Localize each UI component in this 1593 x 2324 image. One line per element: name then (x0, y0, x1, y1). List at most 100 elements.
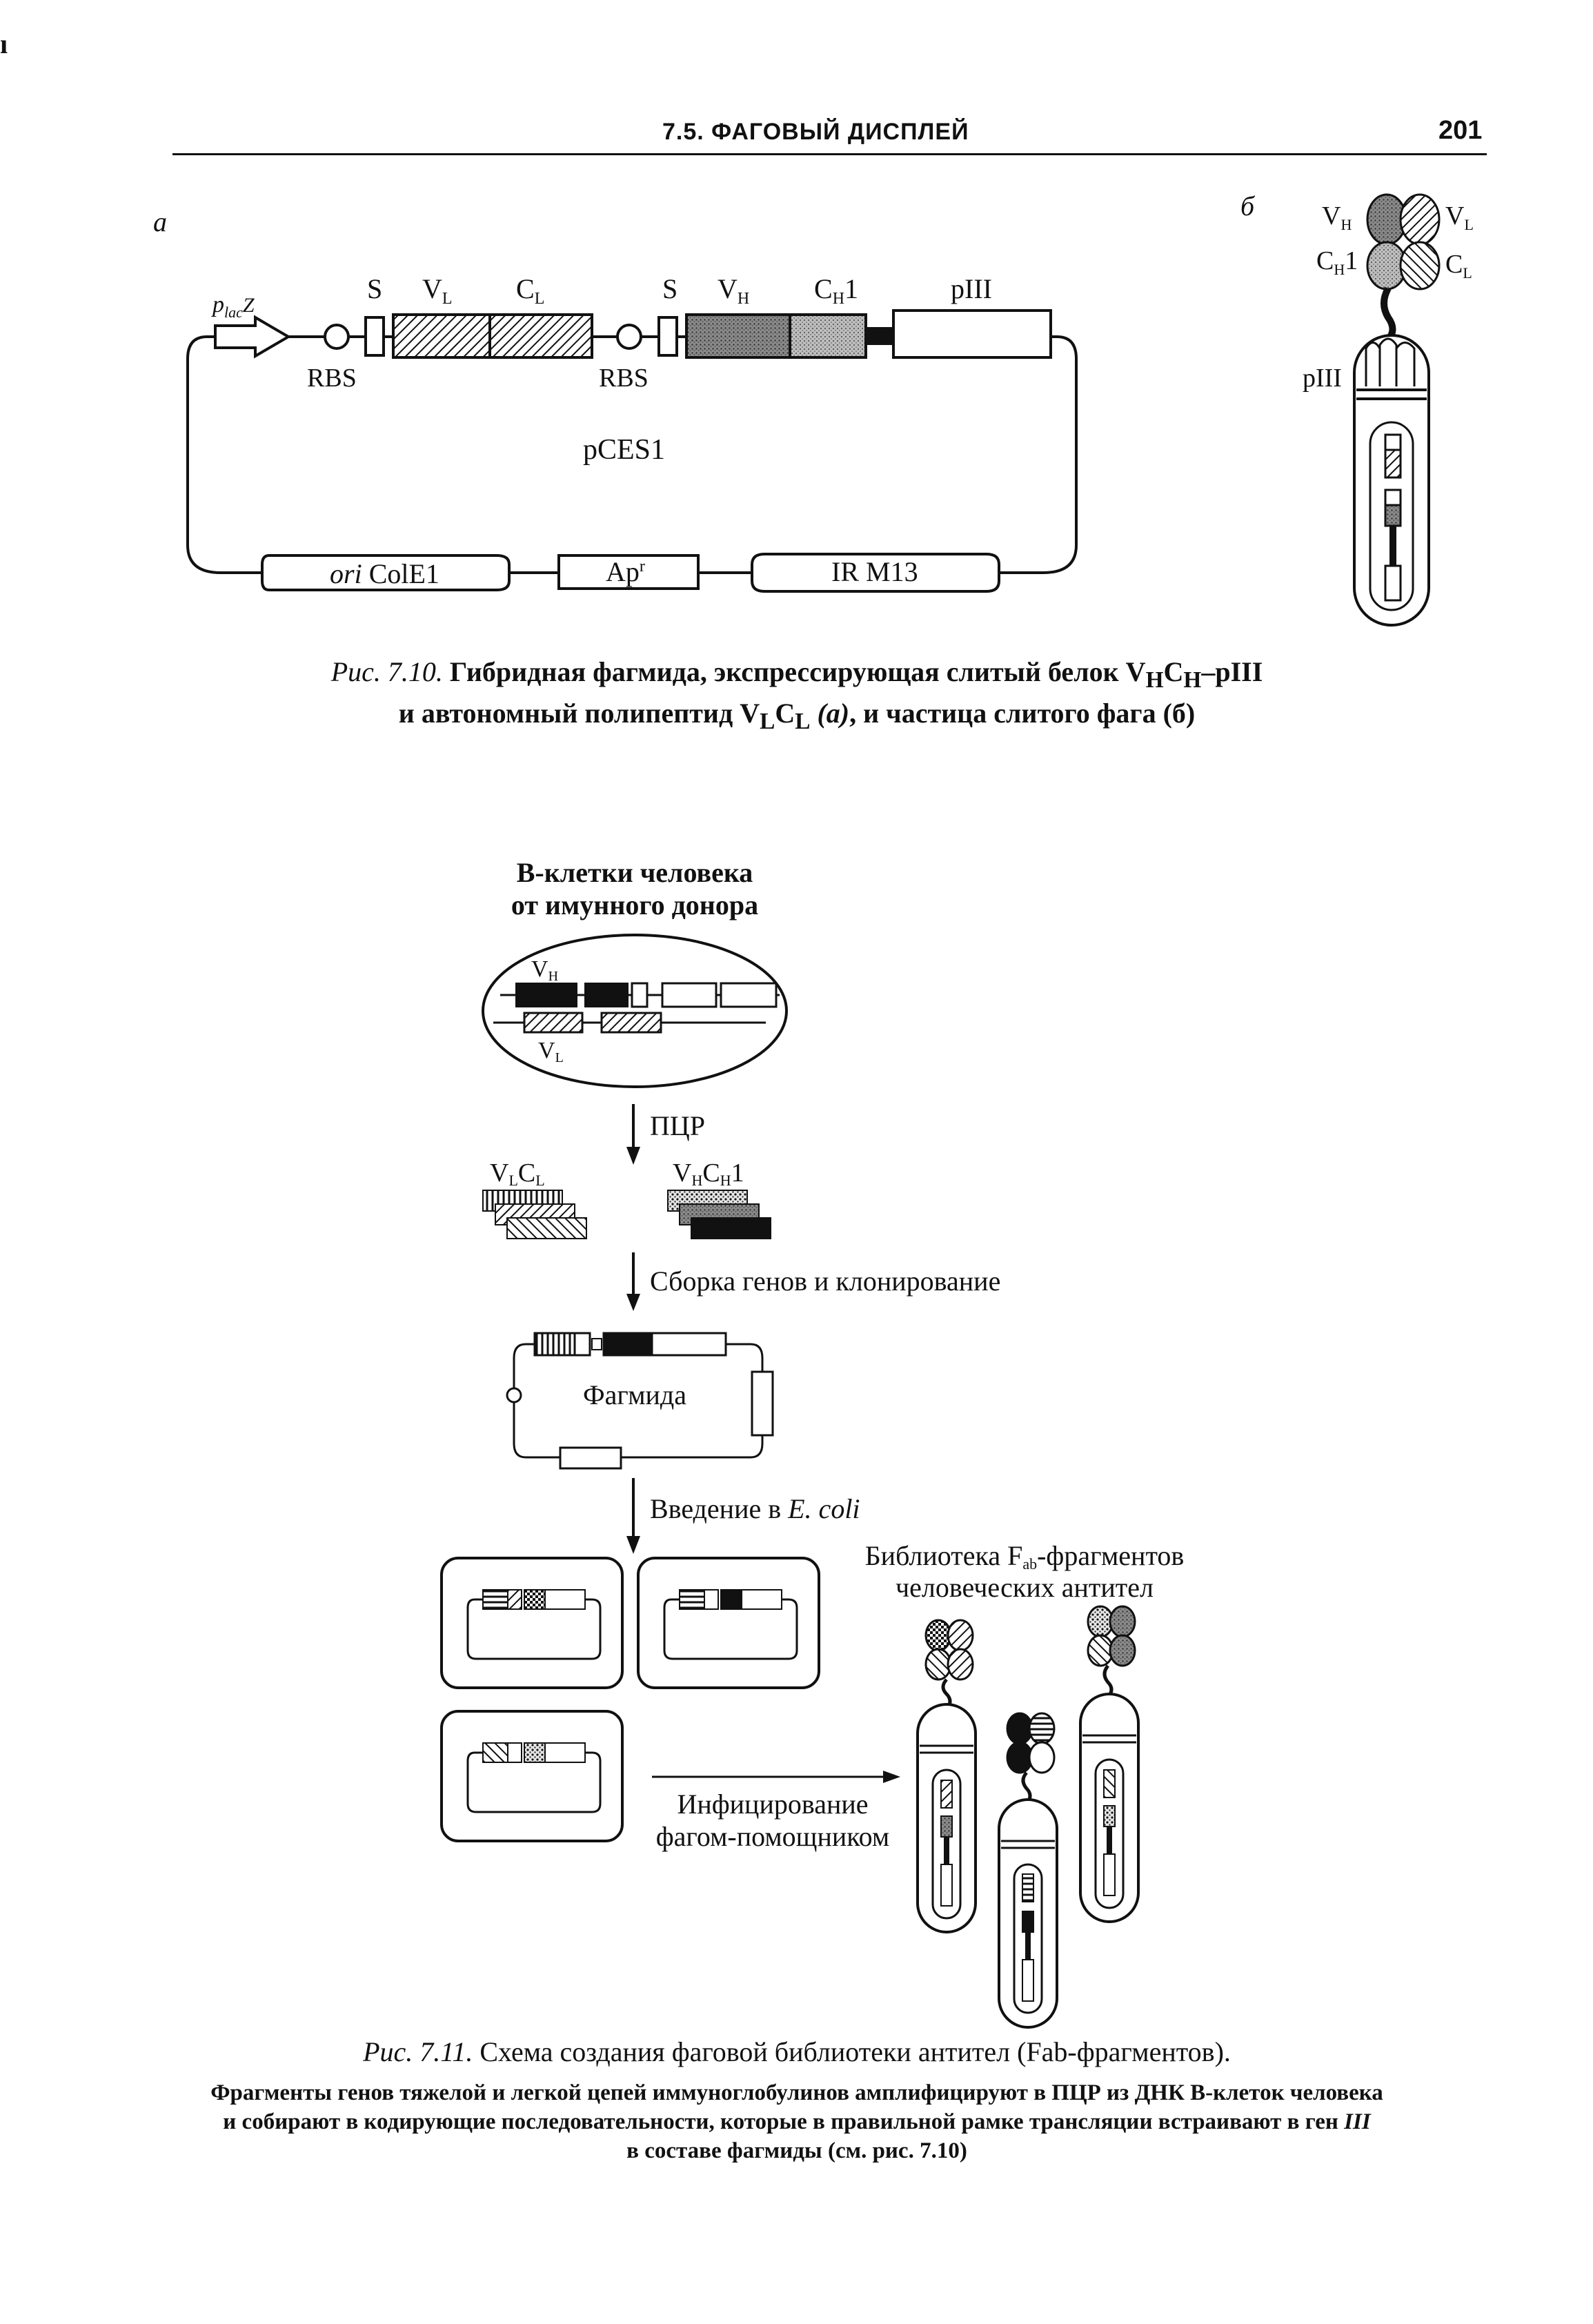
signal-2-label: S (662, 273, 677, 304)
caption-sub: H (1183, 667, 1202, 693)
ecoli-cell-2 (637, 1557, 820, 1689)
phagemid-plasmid (506, 1332, 774, 1470)
vl-gene-box (392, 313, 491, 359)
library-phage-3 (1079, 1605, 1140, 1923)
library-phage-1 (916, 1619, 977, 1933)
cell-vl-gene (523, 1012, 584, 1034)
infection-arrow-head (883, 1771, 900, 1783)
caption-sub: H (1145, 667, 1164, 693)
promoter-label: placZ (211, 292, 255, 321)
phage-vl-label: VL (1445, 201, 1474, 233)
caption-7-11-text: Схема создания фаговой библиотеки антите… (473, 2036, 1231, 2067)
cl-gene-box (488, 313, 593, 359)
ori-label: ori ColE1 (330, 558, 439, 589)
figure-7-11-note: Фрагменты генов тяжелой и легкой цепей и… (159, 2078, 1435, 2165)
infection-label-1: Инфицирование (677, 1789, 868, 1820)
note-line-3: в составе фагмиды (см. рис. 7.10) (626, 2138, 967, 2163)
promoter-arrow (214, 315, 291, 359)
pcr-arrow-head (626, 1147, 640, 1165)
ecoli-arrow-head (626, 1536, 640, 1554)
caption-mid: C (1163, 656, 1184, 687)
apr-box (557, 554, 700, 590)
figure-7-11: В-клетки человека от имунного донора VH … (440, 857, 1185, 2029)
panel-label-b: б (1240, 190, 1256, 221)
phage-cl-domain (1399, 241, 1441, 290)
caption-sub: L (760, 709, 775, 734)
ori-box (261, 554, 511, 591)
library-label-2: человеческих антител (896, 1572, 1154, 1603)
library-phage-2 (998, 1712, 1058, 2029)
vh-gene-box (685, 313, 791, 359)
cell-vh-gene (515, 983, 577, 1007)
phagemid-label: Фагмида (583, 1379, 686, 1410)
caption-sub: L (795, 709, 811, 734)
caption-7-10-label: Рис. 7.10. (330, 656, 443, 687)
piii-gene-box (892, 309, 1052, 359)
piii-label: pIII (951, 273, 992, 304)
cl-label: CL (516, 273, 544, 308)
b-cells-title-1: В-клетки человека (517, 857, 753, 888)
irm13-box (751, 553, 1000, 593)
figure-7-11-caption: Рис. 7.11. Схема создания фаговой библио… (245, 2036, 1349, 2069)
assembly-arrow-head (626, 1294, 640, 1311)
page-edge-mark: ı (0, 28, 8, 59)
fusion-phage-particle (1353, 193, 1441, 627)
caption-7-11-label: Рис. 7.11. (363, 2036, 473, 2067)
irm13-label: IR M13 (831, 556, 918, 587)
vhch1-label: VHCH1 (673, 1159, 744, 1189)
phage-piii-proteins (1365, 337, 1416, 386)
caption-panel-ref: (а) (810, 698, 850, 729)
cell-vl-label: VL (538, 1038, 564, 1065)
ecoli-cell-1 (440, 1557, 624, 1689)
vh-label: VH (718, 273, 749, 308)
vlcl-label: VLCL (490, 1159, 545, 1189)
ch1-label: CH1 (814, 273, 858, 308)
library-label-1: Библиотека Fab-фрагментов (865, 1540, 1185, 1573)
note-line-2: и собирают в кодирующие последовательнос… (159, 2107, 1435, 2136)
note-line-2-text: и собирают в кодирующие последовательнос… (223, 2109, 1345, 2134)
rbs-1-circle (324, 324, 350, 350)
running-head-title: 7.5. ФАГОВЫЙ ДИСПЛЕЙ (662, 119, 969, 145)
vlcl-pcr-fragments (482, 1190, 587, 1239)
cell-vh-label: VH (531, 956, 558, 984)
vhch1-pcr-fragments (667, 1190, 771, 1239)
header-rule (172, 153, 1487, 155)
page-number: 201 (1438, 116, 1483, 145)
panel-label-a: а (153, 206, 167, 237)
infection-label-2: фагом-помощником (656, 1821, 889, 1852)
phage-vh-label: VH (1322, 201, 1352, 233)
phage-linker (1381, 286, 1396, 342)
rbs-2-label: RBS (599, 364, 649, 393)
figure-7-10: а б placZ RBS S VL CL RBS S VH CH1 pIII … (153, 190, 1474, 627)
signal-1-box (364, 316, 385, 357)
phage-vl-domain (1399, 193, 1441, 246)
rbs-2-circle (616, 324, 642, 350)
signal-1-label: S (367, 273, 382, 304)
phage-ch1-label: CH1 (1316, 246, 1358, 278)
note-line-2-gene: III (1344, 2109, 1371, 2134)
ecoli-cell-3 (440, 1710, 624, 1842)
b-cell (482, 934, 788, 1088)
caption-7-10-line-2: и автономный полипептид VLCL (а), и част… (245, 697, 1349, 738)
ecoli-step-label: Введение в E. coli (650, 1493, 860, 1524)
caption-tail: , и частица слитого фага (б) (849, 698, 1196, 729)
plasmid-name: pCES1 (583, 434, 665, 466)
apr-label: Apr (606, 556, 645, 587)
linker-box (866, 327, 893, 345)
rbs-1-label: RBS (307, 364, 357, 393)
signal-2-box (657, 316, 678, 357)
caption-7-10-line-1: Рис. 7.10. Гибридная фагмида, экспрессир… (245, 656, 1349, 697)
phage-cl-label: CL (1445, 250, 1472, 282)
b-cells-title-2: от имунного донора (511, 889, 758, 920)
plasmid-loop-right (997, 335, 1078, 574)
ch1-gene-box (789, 313, 867, 359)
caption-tail: –pIII (1201, 656, 1263, 687)
pcr-step-label: ПЦР (650, 1110, 705, 1141)
vl-label: VL (422, 273, 453, 308)
plasmid-loop-left (186, 335, 262, 574)
caption-mid: C (775, 698, 795, 729)
note-line-1: Фрагменты генов тяжелой и легкой цепей и… (210, 2080, 1383, 2105)
caption-7-10-text-1: Гибридная фагмида, экспрессирующая слиты… (449, 656, 1146, 687)
assembly-step-label: Сборка генов и клонирование (650, 1266, 1000, 1297)
figure-7-10-caption: Рис. 7.10. Гибридная фагмида, экспрессир… (245, 656, 1349, 738)
